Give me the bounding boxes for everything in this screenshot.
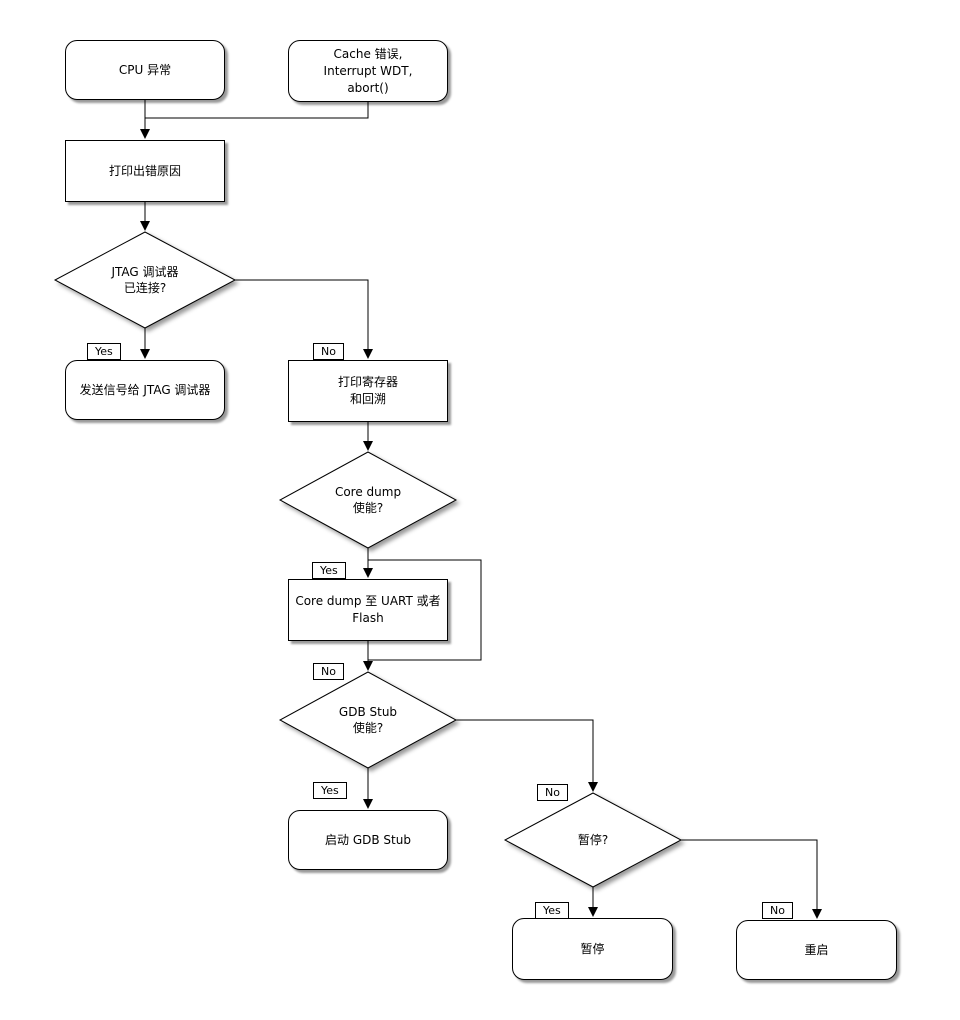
node-cache-error-line3: abort()	[347, 80, 389, 95]
node-reboot-label: 重启	[804, 942, 829, 957]
node-cache-error-line1: Cache 错误,	[333, 46, 403, 61]
node-print-registers: 打印寄存器 和回溯	[288, 360, 448, 422]
edge-label-jtag-no: No	[313, 343, 344, 360]
edge-label-halt-no: No	[762, 902, 793, 919]
node-cpu-exception: CPU 异常	[65, 40, 225, 100]
node-coredump-to-uart-flash-label: Core dump 至 UART 或者 Flash	[295, 594, 441, 625]
edge-sources-merge	[144, 100, 369, 119]
decision-coredump-enabled	[278, 451, 458, 549]
edge-label-coredump-no: No	[313, 663, 344, 680]
node-cpu-exception-label: CPU 异常	[118, 62, 172, 77]
node-cache-error: Cache 错误, Interrupt WDT, abort()	[288, 40, 448, 102]
node-print-registers-line2: 和回溯	[349, 392, 386, 406]
node-print-registers-line1: 打印寄存器	[337, 375, 398, 389]
edge-label-jtag-yes: Yes	[87, 343, 121, 360]
node-halt: 暂停	[512, 918, 673, 980]
node-coredump-to-uart-flash: Core dump 至 UART 或者 Flash	[288, 579, 448, 641]
node-reboot: 重启	[736, 920, 897, 980]
decision-jtag-connected	[53, 231, 237, 329]
node-print-reason-label: 打印出错原因	[108, 163, 181, 178]
node-start-gdbstub: 启动 GDB Stub	[288, 810, 448, 870]
node-send-signal-jtag-label: 发送信号给 JTAG 调试器	[79, 382, 211, 397]
node-cache-error-line2: Interrupt WDT,	[323, 63, 413, 78]
node-print-reason: 打印出错原因	[65, 140, 225, 202]
edge-halt-no	[681, 839, 822, 919]
node-start-gdbstub-label: 启动 GDB Stub	[325, 832, 411, 847]
decision-gdbstub-enabled	[278, 671, 458, 769]
decision-halt-question	[503, 792, 683, 888]
edge-label-coredump-yes: Yes	[312, 562, 346, 579]
edge-jtag-no	[235, 279, 373, 359]
edge-label-gdb-no: No	[537, 784, 568, 801]
edge-label-halt-yes: Yes	[535, 902, 569, 919]
edge-label-gdb-yes: Yes	[313, 782, 347, 799]
edge-gdb-no	[456, 719, 598, 792]
node-halt-label: 暂停	[580, 941, 605, 956]
node-send-signal-jtag: 发送信号给 JTAG 调试器	[65, 360, 225, 420]
edge-coredump-no-bypass	[368, 559, 482, 661]
